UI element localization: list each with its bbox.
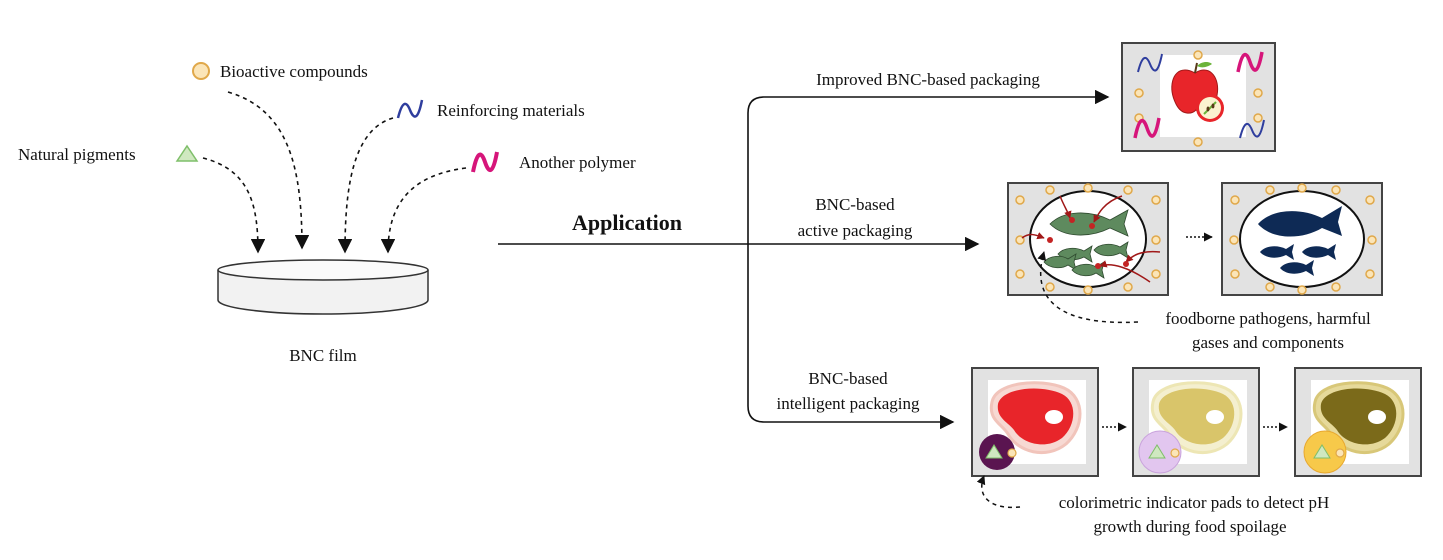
- reinforcing-arrow: [337, 117, 394, 254]
- bioactive-arrow: [227, 91, 310, 250]
- bioactive-compounds-label: Bioactive compounds: [220, 62, 368, 81]
- intelligent-panel-fresh: [971, 367, 1099, 477]
- apple-icon: [1171, 62, 1224, 122]
- polymer-arrow: [380, 167, 467, 254]
- another-polymer-label: Another polymer: [519, 153, 636, 172]
- active-packaging-panel-after: [1221, 182, 1383, 296]
- bioactive-dots: [1134, 50, 1263, 147]
- pigments-arrow: [202, 157, 266, 254]
- improved-packaging-label: Improved BNC-based packaging: [816, 70, 1040, 89]
- input-arrows: [202, 91, 467, 254]
- reinforcing-materials-legend: Reinforcing materials: [396, 99, 585, 120]
- active-packaging-panel-before: [1007, 182, 1169, 296]
- active-packaging-label-1: BNC-based: [815, 195, 895, 214]
- bioactive-compounds-legend: Bioactive compounds: [192, 62, 368, 81]
- reinforcing-materials-label: Reinforcing materials: [437, 101, 585, 120]
- application-flow: [498, 89, 1110, 430]
- pathogen-paths: [1021, 195, 1161, 283]
- natural-pigments-legend: Natural pigments: [18, 144, 199, 164]
- bioactive-compound-icon: [192, 62, 210, 80]
- bioactive-dot: [1170, 448, 1180, 458]
- fish-group-clean: [1258, 206, 1342, 276]
- another-polymer-legend: Another polymer: [471, 151, 636, 173]
- bioactive-dots: [1015, 183, 1161, 295]
- indicator-note-1: colorimetric indicator pads to detect pH: [1059, 493, 1330, 512]
- intelligent-packaging-label-2: intelligent packaging: [776, 394, 920, 413]
- indicator-callout-arrow: [976, 475, 1021, 509]
- intelligent-panel-mid: [1132, 367, 1260, 477]
- polymer-icon: [471, 151, 499, 173]
- bioactive-dot: [1335, 448, 1345, 458]
- indicator-note-2: growth during food spoilage: [1093, 517, 1286, 536]
- natural-pigment-icon: [175, 144, 199, 162]
- natural-pigments-label: Natural pigments: [18, 145, 136, 164]
- bnc-film-label: BNC film: [289, 346, 357, 365]
- pathogens-note-2: gases and components: [1192, 333, 1344, 352]
- bioactive-dots: [1229, 183, 1377, 295]
- pathogen-icon: [1047, 217, 1129, 269]
- reinforcing-material-icon: [396, 99, 424, 119]
- intelligent-panel-spoiled: [1294, 367, 1422, 477]
- branch-improved: [747, 89, 1110, 244]
- application-label: Application: [572, 210, 682, 235]
- reinforcing-fiber-icon: [1137, 53, 1163, 73]
- improved-packaging-panel: [1121, 42, 1276, 152]
- polymer-fiber-icon: [1236, 51, 1264, 73]
- active-packaging-label-2: active packaging: [798, 221, 913, 240]
- intelligent-packaging-label-1: BNC-based: [808, 369, 888, 388]
- pigment-icon: [1148, 444, 1166, 459]
- pigment-icon: [1313, 444, 1331, 459]
- bioactive-dot: [1007, 448, 1017, 458]
- branch-intelligent: [747, 244, 955, 430]
- polymer-fiber-icon: [1133, 117, 1161, 139]
- reinforcing-fiber-icon: [1239, 119, 1265, 139]
- pigment-icon: [985, 444, 1003, 459]
- pathogens-note-1: foodborne pathogens, harmful: [1165, 309, 1371, 328]
- bnc-film: BNC film: [217, 259, 429, 365]
- pathogens-callout-arrow: [1037, 251, 1139, 324]
